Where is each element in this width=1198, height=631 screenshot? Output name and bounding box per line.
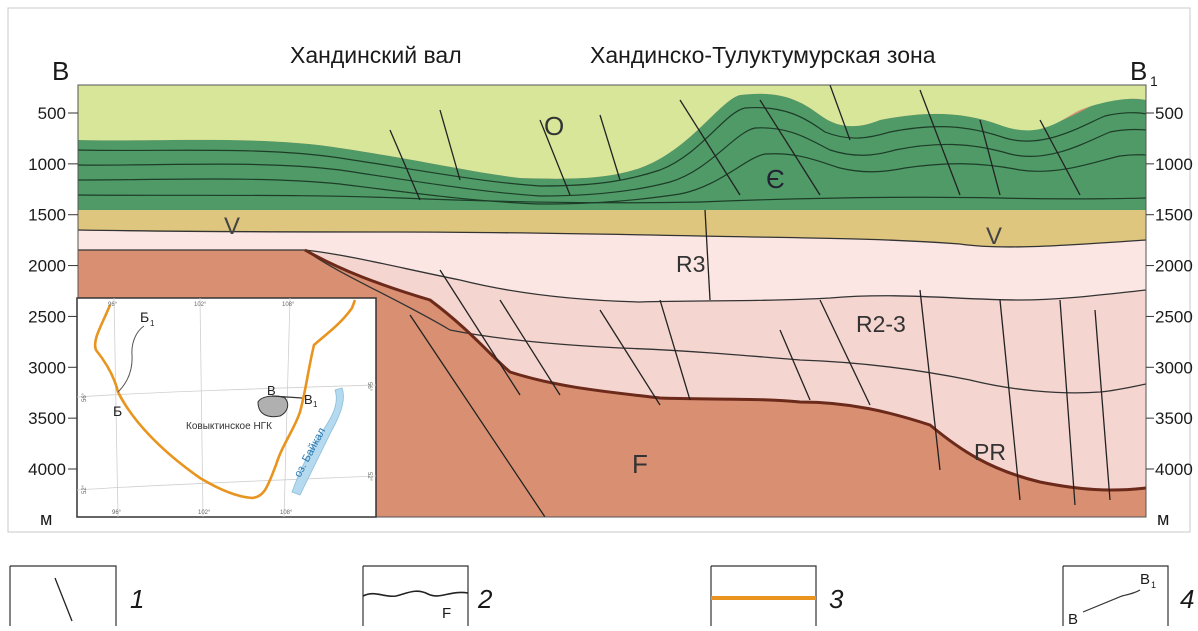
svg-text:1: 1: [150, 319, 155, 328]
legend-number-2: 2: [477, 584, 493, 614]
depth-tick-label-right: 500: [1155, 104, 1183, 123]
foundation-surface-icon: [362, 590, 469, 598]
kovykta-field-shape: [257, 395, 289, 418]
legend-number-1: 1: [130, 584, 144, 614]
section-end-letter: В: [1130, 56, 1147, 86]
depth-tick-label-left: 1500: [28, 206, 66, 225]
unit-label-R3: R3: [676, 251, 705, 277]
depth-axis-left: 500 1000 1500 2000 2500 3000 3500 4000: [28, 104, 78, 479]
legend-item-3: 3: [710, 565, 844, 626]
inset-lon-102-bottom: 102°: [198, 510, 211, 516]
legend-letter-F: F: [442, 605, 451, 622]
platform-boundary-line: [93, 299, 357, 500]
unit-label-PR: PR: [974, 439, 1006, 465]
profile-line-icon: [1082, 589, 1141, 613]
depth-tick-label-left: 3500: [28, 409, 66, 428]
unit-label-C: Є: [766, 164, 785, 194]
inset-lat-52-left: 52°: [82, 484, 88, 494]
depth-tick-label-right: 3500: [1155, 409, 1193, 428]
inset-lon-96-top: 96°: [108, 302, 118, 308]
legend-profile-end-sub: 1: [1151, 580, 1156, 590]
unit-label-V-right: V: [986, 223, 1002, 250]
inset-lon-96-bottom: 96°: [112, 510, 122, 516]
cambrian-C-layer: [78, 93, 1146, 210]
legend: 1 F 2 3 В В 1 4: [9, 565, 1194, 628]
legend-profile-start: В: [1068, 611, 1078, 626]
profile-B-B1-line: [117, 325, 145, 393]
inset-point-V: В: [267, 383, 276, 398]
title-khandinsky-val: Хандинский вал: [290, 42, 462, 68]
legend-profile-end: В: [1140, 571, 1150, 588]
depth-tick-label-left: 2000: [28, 257, 66, 276]
depth-tick-label-right: 1500: [1155, 206, 1193, 225]
depth-unit-left: м: [40, 509, 52, 529]
inset-lon-102-top: 102°: [194, 302, 207, 308]
legend-item-2: F 2: [362, 565, 493, 626]
inset-lat-52-right: 52°: [366, 472, 372, 482]
riphean-R3-layer: [78, 228, 1146, 302]
unit-label-F: F: [632, 449, 648, 479]
depth-tick-label-left: 3000: [28, 358, 66, 377]
depth-tick-label-left: 4000: [28, 460, 66, 479]
inset-map: Б 1 Б В В 1 Ковыктинское НГК оз. Байкал …: [76, 297, 377, 518]
reflector-lines: [78, 106, 1146, 205]
foundation-surface-F: [304, 248, 1146, 492]
title-khandinsko-zone: Хандинско-Тулуктумурская зона: [590, 42, 936, 68]
inset-graticule: [77, 298, 376, 517]
depth-tick-label-right: 2000: [1155, 257, 1193, 276]
legend-item-1: 1: [9, 565, 144, 626]
unit-label-V-left: V: [224, 213, 240, 240]
inset-point-B1: Б: [140, 309, 149, 325]
outer-frame: [7, 7, 1191, 533]
depth-tick-label-left: 1000: [28, 155, 66, 174]
fault-line-icon: [54, 577, 73, 622]
fault-lines: [389, 85, 1111, 517]
inset-lat-56-right: 56°: [366, 382, 372, 392]
vendian-V-layer: [78, 206, 1146, 247]
profile-V-V1-line: [271, 395, 303, 399]
lake-baikal-shape: [291, 387, 344, 496]
legend-number-4: 4: [1180, 584, 1194, 614]
section-start-letter: В: [52, 56, 69, 86]
ordovician-O-layer: [78, 85, 1146, 179]
inset-point-V1: В: [304, 392, 313, 407]
section-end-subscript: 1: [1150, 73, 1158, 89]
inset-lat-56-left: 56°: [82, 392, 88, 402]
depth-tick-label-left: 2500: [28, 307, 66, 326]
depth-tick-label-right: 1000: [1155, 155, 1193, 174]
depth-tick-label-right: 4000: [1155, 460, 1193, 479]
inset-point-B: Б: [113, 403, 122, 419]
legend-item-4: В В 1 4: [1062, 565, 1194, 628]
inset-lon-108-top: 108°: [282, 302, 295, 308]
unit-label-O: O: [544, 111, 564, 141]
legend-number-3: 3: [829, 584, 844, 614]
svg-text:1: 1: [313, 400, 318, 409]
depth-tick-label-right: 2500: [1155, 307, 1193, 326]
unit-label-R2-3: R2-3: [856, 311, 906, 337]
depth-tick-label-left: 500: [38, 104, 66, 123]
inset-lon-108-bottom: 108°: [280, 510, 293, 516]
inset-field-label: Ковыктинское НГК: [186, 421, 272, 432]
depth-unit-right: м: [1157, 509, 1169, 529]
depth-tick-label-right: 3000: [1155, 358, 1193, 377]
depth-axis-right: 500 1000 1500 2000 2500 3000 3500 4000: [1146, 104, 1193, 479]
